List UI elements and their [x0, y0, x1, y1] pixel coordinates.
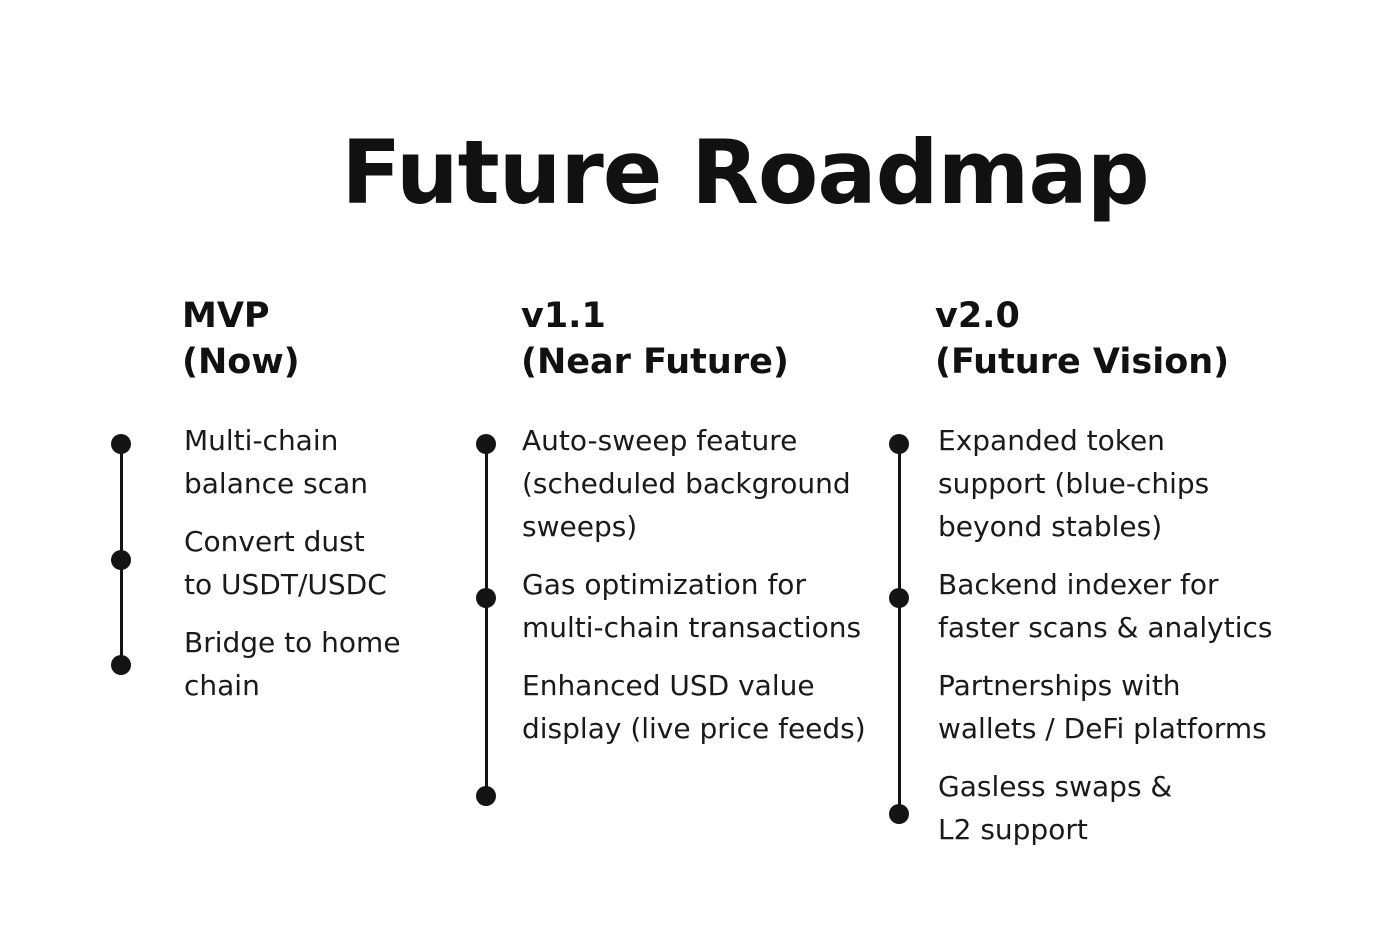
- timeline-rail-v1-1: [485, 444, 488, 796]
- roadmap-item: Auto-sweep feature (scheduled background…: [522, 419, 851, 548]
- roadmap-item: Expanded token support (blue-chips beyon…: [938, 419, 1209, 548]
- item-line: multi-chain transactions: [522, 611, 862, 644]
- timeline-dot: [889, 434, 909, 454]
- timeline-dot: [476, 786, 496, 806]
- timeline-dot: [111, 434, 131, 454]
- timeline-dot: [476, 588, 496, 608]
- roadmap-item: Convert dust to USDT/USDC: [184, 520, 387, 606]
- timeline-dot: [111, 550, 131, 570]
- item-line: Convert dust: [184, 525, 365, 558]
- item-line: (scheduled background: [522, 467, 851, 500]
- item-line: Enhanced USD value: [522, 669, 815, 702]
- item-line: display (live price feeds): [522, 712, 866, 745]
- item-line: Auto-sweep feature: [522, 424, 798, 457]
- item-line: chain: [184, 669, 260, 702]
- phase-name: MVP: [182, 296, 270, 336]
- phase-subtitle: (Near Future): [521, 342, 789, 382]
- item-line: to USDT/USDC: [184, 568, 387, 601]
- phase-name: v2.0: [935, 296, 1020, 336]
- item-line: L2 support: [938, 813, 1088, 846]
- roadmap-item: Gasless swaps & L2 support: [938, 765, 1172, 851]
- page-title: Future Roadmap: [341, 121, 1149, 224]
- item-line: Expanded token: [938, 424, 1165, 457]
- item-line: Gas optimization for: [522, 568, 806, 601]
- item-line: Gasless swaps &: [938, 770, 1173, 803]
- item-line: Multi-chain: [184, 424, 339, 457]
- item-line: wallets / DeFi platforms: [938, 712, 1267, 745]
- item-line: balance scan: [184, 467, 369, 500]
- phase-header-v1-1: v1.1 (Near Future): [521, 293, 789, 385]
- roadmap-item: Enhanced USD value display (live price f…: [522, 664, 866, 750]
- timeline-rail-v2-0: [898, 444, 901, 814]
- item-line: Bridge to home: [184, 626, 401, 659]
- roadmap-item: Gas optimization for multi-chain transac…: [522, 563, 861, 649]
- timeline-dot: [111, 655, 131, 675]
- item-line: beyond stables): [938, 510, 1163, 543]
- item-line: Partnerships with: [938, 669, 1181, 702]
- roadmap-item: Partnerships with wallets / DeFi platfor…: [938, 664, 1267, 750]
- roadmap-item: Bridge to home chain: [184, 621, 401, 707]
- item-line: Backend indexer for: [938, 568, 1219, 601]
- phase-subtitle: (Now): [182, 342, 300, 382]
- item-line: support (blue-chips: [938, 467, 1210, 500]
- phase-header-v2-0: v2.0 (Future Vision): [935, 293, 1229, 385]
- item-line: faster scans & analytics: [938, 611, 1273, 644]
- roadmap-item: Backend indexer for faster scans & analy…: [938, 563, 1272, 649]
- phase-name: v1.1: [521, 296, 606, 336]
- timeline-dot: [889, 804, 909, 824]
- phase-subtitle: (Future Vision): [935, 342, 1230, 382]
- timeline-dot: [889, 588, 909, 608]
- timeline-dot: [476, 434, 496, 454]
- phase-header-mvp: MVP (Now): [182, 293, 300, 385]
- roadmap-item: Multi-chain balance scan: [184, 419, 368, 505]
- item-line: sweeps): [522, 510, 638, 543]
